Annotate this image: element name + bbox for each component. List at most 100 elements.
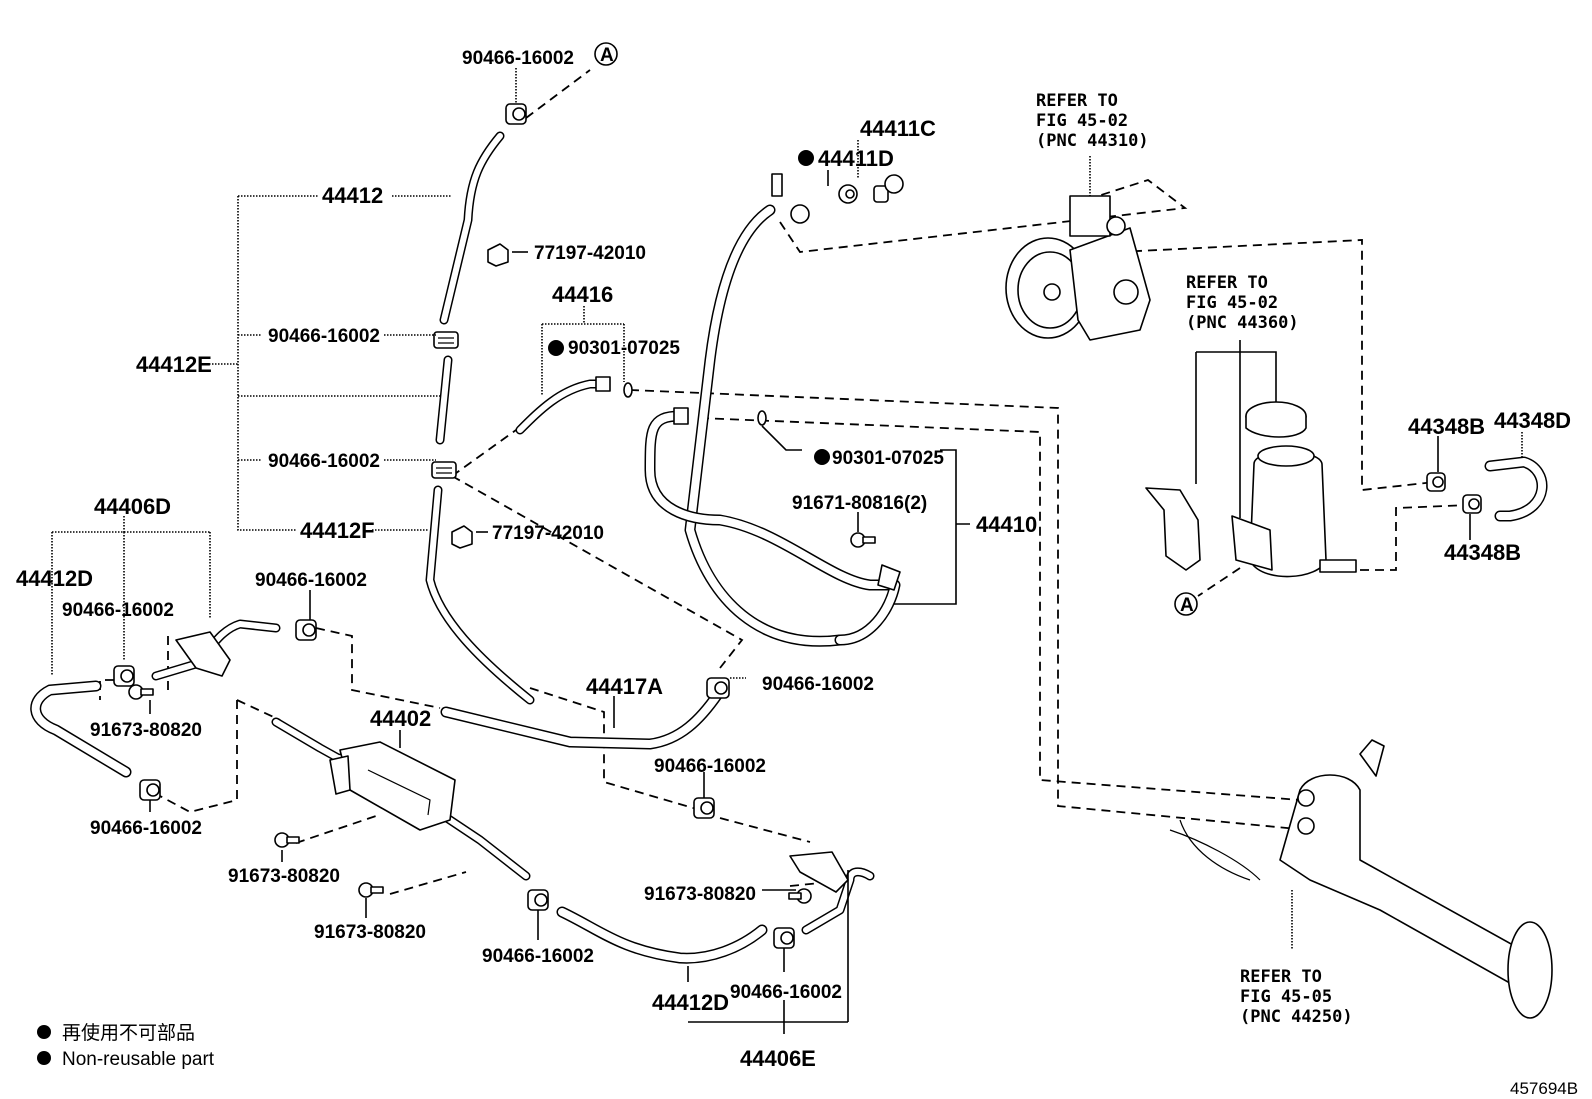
label-bolt-right: 91673-80820 — [644, 884, 756, 905]
label-clamp-bottom-right: 90466-16002 — [730, 982, 842, 1003]
reference-pump: REFER TO FIG 45-02 (PNC 44310) — [1036, 91, 1149, 151]
label-44416: 44416 — [552, 282, 613, 307]
label-44412e: 44412E — [136, 352, 212, 377]
label-clip-upper: 77197-42010 — [534, 243, 646, 264]
label-clip-lower: 77197-42010 — [492, 523, 604, 544]
vane-pump-illustration — [1005, 195, 1151, 341]
pipe-44406E — [789, 851, 875, 935]
label-clamp-left-low: 90466-16002 — [90, 818, 202, 839]
pressure-hose-44410 — [644, 173, 901, 647]
label-clamp-44412e-upper: 90466-16002 — [268, 326, 380, 347]
non-reusable-markers — [548, 150, 830, 465]
non-reusable-dot-icon — [37, 1025, 51, 1039]
label-bolt-44410: 91671-80816(2) — [792, 493, 927, 514]
pipe-44406D — [151, 619, 281, 681]
clip-icon — [487, 243, 509, 267]
hose-clamp-icon — [706, 677, 730, 699]
label-clamp-center-upper: 90466-16002 — [255, 570, 367, 591]
legend-japanese: 再使用不可部品 — [62, 1022, 195, 1044]
label-clamp-44412e-lower: 90466-16002 — [268, 451, 380, 472]
label-44412d-left: 44412D — [16, 566, 93, 591]
hose-clamp-icon — [431, 461, 457, 479]
label-44406d: 44406D — [94, 494, 171, 519]
label-44412f: 44412F — [300, 518, 375, 543]
clip-icon — [451, 525, 473, 549]
document-id: 457694B — [1510, 1079, 1578, 1098]
label-44348d: 44348D — [1494, 408, 1571, 433]
reference-reservoir: REFER TO FIG 45-02 (PNC 44360) — [1186, 273, 1299, 333]
callout-a-top: A — [594, 42, 618, 66]
label-bolt-cooler-2: 91673-80820 — [314, 922, 426, 943]
clip-icons — [451, 243, 509, 549]
hose-44412F — [425, 485, 535, 705]
label-44412: 44412 — [322, 183, 383, 208]
bolt-icon — [274, 832, 300, 848]
label-clamp-left-mid: 90466-16002 — [62, 600, 174, 621]
union-bolt-icons — [838, 174, 904, 204]
label-oring-44416: 90301-07025 — [568, 338, 680, 359]
union-bolt-icon — [873, 174, 904, 203]
hose-clamp-icon — [113, 665, 135, 687]
hose-clamp-icon — [1426, 472, 1446, 492]
label-44348b-bottom: 44348B — [1444, 540, 1521, 565]
svg-text:A: A — [600, 45, 614, 66]
legend: 再使用不可部品 Non-reusable part — [37, 1022, 215, 1070]
label-clamp-center-right: 90466-16002 — [762, 674, 874, 695]
hose-clamp-icon — [295, 619, 317, 641]
pipe-44412E-middle — [435, 355, 453, 445]
hose-44412D-bottom — [556, 906, 768, 964]
bolt-icon — [788, 888, 812, 904]
svg-text:A: A — [1180, 595, 1194, 616]
non-reusable-dot-icon — [798, 150, 814, 166]
reference-steering-gear: REFER TO FIG 45-05 (PNC 44250) — [1240, 967, 1353, 1027]
steering-gear-illustration — [1169, 739, 1553, 1019]
svg-text:(PNC 44310): (PNC 44310) — [1036, 131, 1149, 151]
legend-english: Non-reusable part — [62, 1049, 215, 1070]
label-clamp-center-lower: 90466-16002 — [654, 756, 766, 777]
part-labels: 90466-16002 44412 77197-42010 90466-1600… — [16, 48, 1571, 1071]
hose-clamp-icon — [505, 103, 527, 125]
label-44412d-bottom: 44412D — [652, 990, 729, 1015]
hose-clamp-icon — [527, 889, 549, 911]
hose-44417A — [440, 688, 724, 750]
svg-text:REFER TO: REFER TO — [1036, 91, 1118, 111]
bolt-icon — [358, 882, 384, 898]
label-44402: 44402 — [370, 706, 431, 731]
svg-text:REFER TO: REFER TO — [1240, 967, 1322, 987]
hose-clamp-icon — [139, 779, 161, 801]
hose-clamp-icon — [773, 927, 795, 949]
hose-44348D — [1484, 456, 1548, 522]
label-clamp-bottom-mid: 90466-16002 — [482, 946, 594, 967]
oil-cooler-44402 — [271, 717, 531, 881]
hose-44412 — [439, 131, 505, 325]
pipe-44416 — [515, 376, 633, 435]
svg-text:(PNC 44250): (PNC 44250) — [1240, 1007, 1353, 1027]
hose-clamp-icon — [433, 331, 459, 349]
label-44410: 44410 — [976, 512, 1037, 537]
label-44417a: 44417A — [586, 674, 663, 699]
svg-text:REFER TO: REFER TO — [1186, 273, 1268, 293]
label-44348b-top: 44348B — [1408, 414, 1485, 439]
reservoir-illustration — [1145, 401, 1357, 578]
hose-44412D-left — [30, 680, 132, 778]
clamp-icons — [113, 103, 1482, 949]
hose-clamp-icon — [1462, 494, 1482, 514]
label-bolt-left: 91673-80820 — [90, 720, 202, 741]
non-reusable-dot-icon — [548, 340, 564, 356]
bolt-icons — [128, 532, 876, 904]
non-reusable-dot-icon — [37, 1051, 51, 1065]
hose-clamp-icon — [693, 797, 715, 819]
svg-text:FIG 45-02: FIG 45-02 — [1186, 293, 1278, 313]
bolt-icon — [128, 684, 154, 700]
leader-lines — [51, 68, 1523, 1034]
label-44411d: 44411D — [818, 146, 894, 171]
label-bolt-cooler-1: 91673-80820 — [228, 866, 340, 887]
label-oring-44410: 90301-07025 — [832, 448, 944, 469]
label-clamp-top: 90466-16002 — [462, 48, 574, 69]
label-44411c: 44411C — [860, 116, 936, 141]
svg-text:(PNC 44360): (PNC 44360) — [1186, 313, 1299, 333]
svg-text:FIG 45-02: FIG 45-02 — [1036, 111, 1128, 131]
bolt-icon — [850, 532, 876, 548]
gasket-icon — [838, 184, 858, 204]
